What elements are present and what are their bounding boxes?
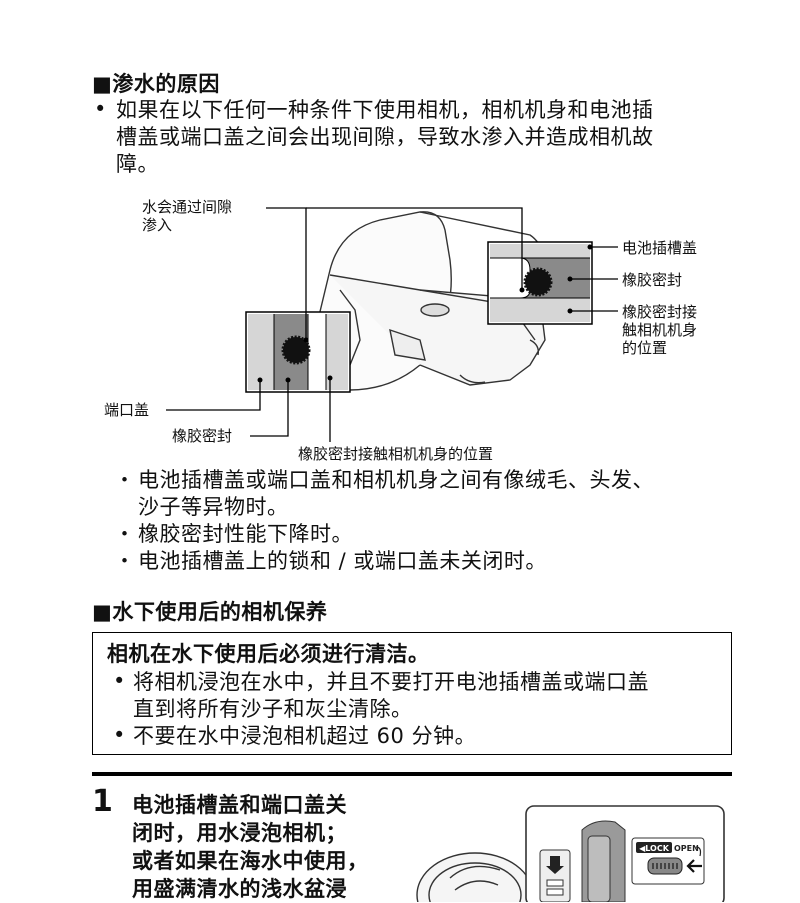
list-line: 电池插槽盖上的锁和 / 或端口盖未关闭时。 bbox=[138, 549, 547, 573]
notice-item-2: 不要在水中浸泡相机超过 60 分钟。 bbox=[133, 724, 477, 748]
callout-line: 触相机机身 bbox=[622, 321, 698, 339]
section-heading-leak-causes: ■渗水的原因 bbox=[92, 72, 220, 96]
list-dot: ・ bbox=[114, 468, 136, 492]
callout-rubber-seal-right: 橡胶密封 bbox=[622, 271, 683, 289]
list-dot: ・ bbox=[114, 522, 136, 546]
camera-side-detail bbox=[539, 820, 626, 902]
list-item: ・ 电池插槽盖上的锁和 / 或端口盖未关闭时。 bbox=[114, 548, 654, 575]
list-dot: ・ bbox=[114, 549, 136, 573]
callout-port-cover: 端口盖 bbox=[104, 401, 150, 419]
cleaning-notice-box: 相机在水下使用后必须进行清洁。 • 将相机浸泡在水中，并且不要打开电池插槽盖或端… bbox=[92, 632, 732, 755]
list-line: 橡胶密封性能下降时。 bbox=[138, 522, 353, 546]
step-line: 用盛满清水的浅水盆浸 bbox=[132, 877, 347, 901]
list-line: 电池插槽盖或端口盖和相机机身之间有像绒毛、头发、 bbox=[138, 468, 654, 492]
callout-line: 水会通过间隙 bbox=[142, 198, 233, 216]
callout-dots bbox=[257, 244, 593, 383]
paragraph-line: 槽盖或端口盖之间会出现间隙，导致水渗入并造成相机故 bbox=[116, 125, 654, 149]
list-item: ・ 电池插槽盖或端口盖和相机机身之间有像绒毛、头发、 沙子等异物时。 bbox=[114, 467, 654, 521]
open-label: OPEN bbox=[674, 844, 699, 853]
camera-seal-diagram bbox=[166, 207, 618, 442]
step-number: 1 bbox=[92, 784, 113, 819]
notice-title: 相机在水下使用后必须进行清洁。 bbox=[107, 642, 430, 666]
callout-line: 的位置 bbox=[622, 339, 668, 357]
water-basin-illustration bbox=[416, 852, 534, 902]
step-line: 或者如果在海水中使用， bbox=[132, 849, 369, 873]
bullet: • bbox=[113, 669, 126, 693]
step-line: 闭时，用水浸泡相机； bbox=[132, 821, 347, 845]
battery-cover-seal-inset bbox=[487, 241, 593, 325]
port-cover-seal-inset bbox=[245, 311, 351, 393]
callout-seal-contact-right: 橡胶密封接 触相机机身 的位置 bbox=[622, 303, 697, 357]
callout-line: 渗入 bbox=[142, 216, 173, 234]
lock-switch-detail: ◀LOCK OPEN bbox=[631, 837, 705, 885]
notice-item-1: 将相机浸泡在水中，并且不要打开电池插槽盖或端口盖 直到将所有沙子和灰尘清除。 bbox=[133, 669, 649, 723]
notice-line: 将相机浸泡在水中，并且不要打开电池插槽盖或端口盖 bbox=[133, 670, 649, 694]
paragraph-line: 如果在以下任何一种条件下使用相机，相机机身和电池插 bbox=[116, 98, 654, 122]
step-line: 电池插槽盖和端口盖关 bbox=[132, 793, 347, 817]
section-divider bbox=[92, 772, 732, 776]
step-1-illustration: ◀LOCK OPEN bbox=[416, 805, 725, 902]
step-1-text: 电池插槽盖和端口盖关 闭时，用水浸泡相机； 或者如果在海水中使用， 用盛满清水的… bbox=[132, 791, 369, 903]
lock-label: ◀LOCK bbox=[639, 844, 670, 853]
condition-list: ・ 电池插槽盖或端口盖和相机机身之间有像绒毛、头发、 沙子等异物时。 ・ 橡胶密… bbox=[114, 467, 654, 575]
list-item: ・ 橡胶密封性能下降时。 bbox=[114, 521, 654, 548]
callout-seal-contact-bottom: 橡胶密封接触相机机身的位置 bbox=[298, 445, 494, 463]
list-line: 沙子等异物时。 bbox=[138, 495, 289, 519]
callout-rubber-seal-left: 橡胶密封 bbox=[172, 427, 233, 445]
bullet: • bbox=[94, 97, 107, 121]
callout-battery-cover: 电池插槽盖 bbox=[622, 239, 698, 257]
leak-cause-paragraph: 如果在以下任何一种条件下使用相机，相机机身和电池插 槽盖或端口盖之间会出现间隙，… bbox=[116, 97, 654, 178]
bullet: • bbox=[113, 723, 126, 747]
paragraph-line: 障。 bbox=[116, 152, 159, 176]
section-heading-underwater-care: ■水下使用后的相机保养 bbox=[92, 600, 328, 624]
callout-leader-lines bbox=[166, 207, 618, 442]
callout-water-gap: 水会通过间隙 渗入 bbox=[142, 198, 232, 234]
callout-line: 橡胶密封接 bbox=[622, 303, 698, 321]
notice-line: 直到将所有沙子和灰尘清除。 bbox=[133, 697, 413, 721]
